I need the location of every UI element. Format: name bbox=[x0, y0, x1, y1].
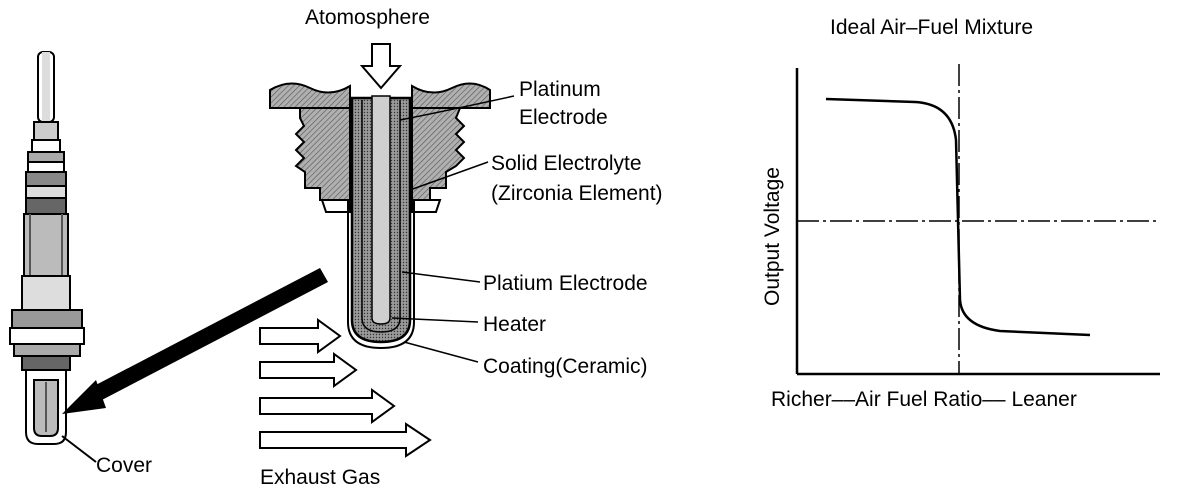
exhaust-arrow-4 bbox=[259, 422, 432, 458]
graph-title: Ideal Air–Fuel Mixture bbox=[830, 16, 1033, 39]
pointer-arrow bbox=[62, 268, 328, 414]
cover-label: Cover bbox=[96, 454, 152, 477]
platium-electrode-leader bbox=[401, 271, 481, 283]
atmosphere-arrow bbox=[359, 43, 403, 90]
cross-section-leaders bbox=[391, 95, 515, 363]
solid-electrolyte-leader bbox=[409, 161, 489, 191]
exhaust-arrow-1 bbox=[259, 318, 342, 354]
solid-electrolyte-label-line2: (Zirconia Element) bbox=[491, 182, 663, 205]
coating-label: Coating(Ceramic) bbox=[483, 355, 648, 378]
coating-leader bbox=[403, 341, 479, 363]
output-voltage-graph bbox=[795, 64, 1160, 376]
heater-label: Heater bbox=[483, 313, 546, 336]
graph-x-axis-label: Richer––Air Fuel Ratio–– Leaner bbox=[771, 388, 1077, 411]
exhaust-arrow-3 bbox=[259, 388, 396, 424]
solid-electrolyte-label-line1: Solid Electrolyte bbox=[491, 152, 642, 175]
zirconia-cross-section bbox=[269, 82, 491, 350]
platinum-electrode-leader bbox=[399, 95, 515, 121]
heater-leader bbox=[391, 317, 479, 323]
atmosphere-label: Atomosphere bbox=[305, 6, 430, 29]
exhaust-arrows bbox=[259, 318, 432, 458]
exhaust-arrow-2 bbox=[259, 352, 358, 388]
cover-leader-line bbox=[61, 435, 97, 463]
platium-electrode-label: Platium Electrode bbox=[483, 272, 648, 295]
platinum-electrode-label-line2: Electrode bbox=[519, 106, 608, 129]
exhaust-gas-label: Exhaust Gas bbox=[260, 466, 380, 489]
oxygen-sensor bbox=[9, 51, 85, 445]
output-voltage-curve bbox=[825, 97, 1091, 337]
graph-y-axis-label: Output Voltage bbox=[761, 167, 784, 306]
platinum-electrode-label-line1: Platinum bbox=[519, 78, 601, 101]
